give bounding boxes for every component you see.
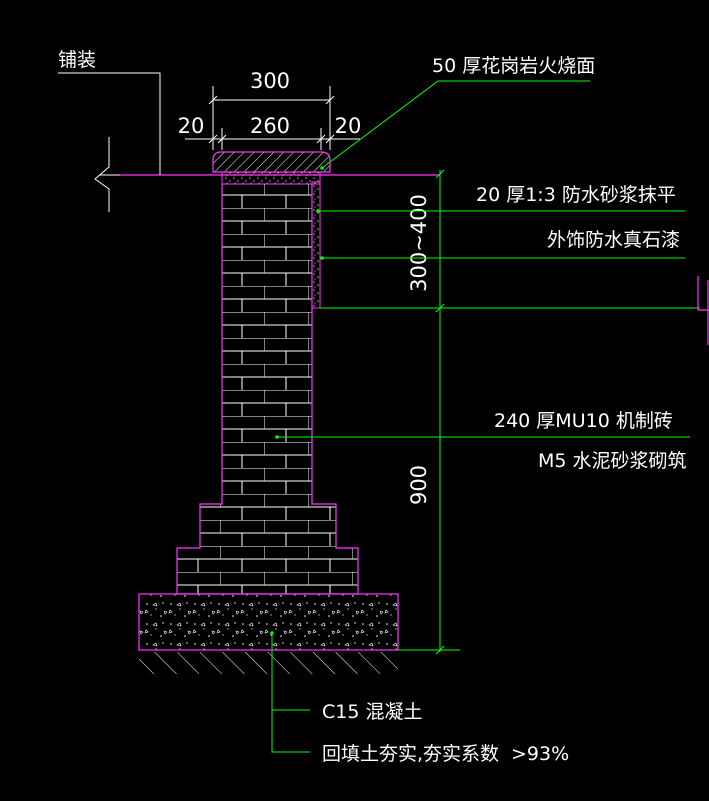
bottom-leader (270, 631, 310, 753)
label-paving: 铺装 (58, 49, 96, 71)
dim-right-offset: 20 (335, 114, 362, 138)
finish-leader (320, 256, 685, 260)
dim-wall-height: 900 (407, 465, 431, 505)
label-backfill-spec: 回填土夯实,夯实系数 (322, 743, 499, 765)
concrete-footing (138, 593, 399, 651)
compacted-soil (139, 652, 398, 674)
dim-plaster-height: 300~400 (407, 194, 431, 292)
label-concrete-spec: C15 混凝土 (322, 701, 422, 723)
dim-left-offset: 20 (178, 114, 205, 138)
granite-cap (212, 151, 331, 173)
label-plaster-spec: 20 厚1:3 防水砂浆抹平 (476, 184, 676, 206)
label-cap-spec: 50 厚花岗岩火烧面 (432, 55, 595, 77)
plaster-leader (316, 209, 685, 213)
cap-leader (320, 80, 590, 170)
paving-leader (58, 72, 161, 175)
label-compaction-value: >93% (511, 743, 569, 765)
label-brick-spec: 240 厚MU10 机制砖 (494, 410, 673, 432)
adjacent-element-edge (697, 276, 709, 345)
label-finish-spec: 外饰防水真石漆 (547, 229, 680, 251)
vertical-dimensions (320, 169, 700, 655)
brick-leader (275, 435, 690, 439)
horizontal-dimensions (185, 86, 360, 150)
dim-total-width: 300 (250, 69, 290, 93)
label-mortar-spec: M5 水泥砂浆砌筑 (538, 450, 687, 472)
brick-wall (176, 184, 359, 595)
dim-inner-width: 260 (250, 114, 290, 138)
